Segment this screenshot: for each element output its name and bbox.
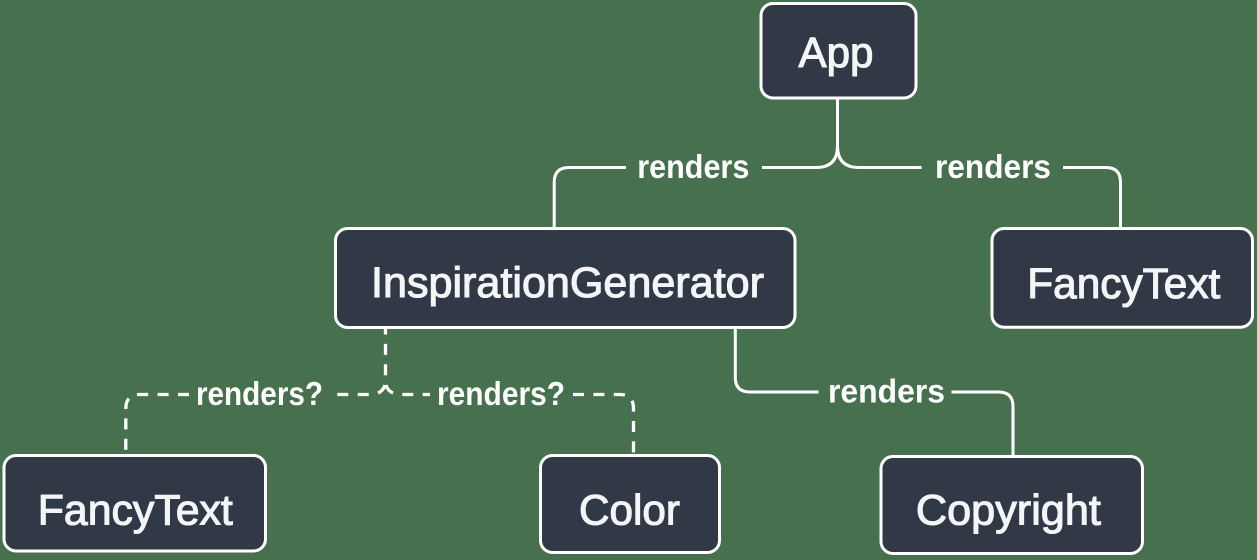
svg-text:renders: renders xyxy=(828,373,945,410)
svg-text:Copyright: Copyright xyxy=(916,486,1101,534)
svg-text:App: App xyxy=(799,29,874,77)
svg-text:renders?: renders? xyxy=(437,375,565,412)
svg-text:Color: Color xyxy=(579,487,680,535)
svg-text:renders: renders xyxy=(637,148,749,185)
svg-text:renders: renders xyxy=(935,148,1051,185)
svg-text:renders?: renders? xyxy=(196,375,323,412)
svg-text:FancyText: FancyText xyxy=(1027,260,1220,308)
svg-text:FancyText: FancyText xyxy=(38,487,233,535)
svg-text:InspirationGenerator: InspirationGenerator xyxy=(371,259,764,307)
